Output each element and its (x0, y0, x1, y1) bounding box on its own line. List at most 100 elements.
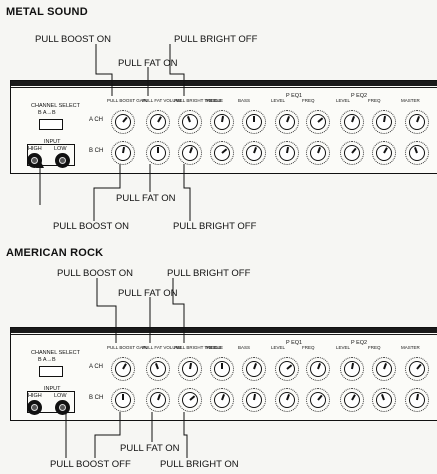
section-title-american-rock: AMERICAN ROCK (6, 247, 104, 259)
knob-scale-ring (111, 141, 135, 165)
channel-b-knob[interactable] (115, 392, 131, 408)
channel-b-knob[interactable] (279, 392, 295, 408)
knob-label: LEVEL (336, 345, 351, 350)
channel-a-label: A CH (89, 364, 104, 370)
input-jack-low[interactable] (55, 400, 70, 415)
knob-label: FREQ (368, 98, 381, 103)
channel-a-knob[interactable] (246, 361, 262, 377)
channel-b-knob[interactable] (376, 392, 392, 408)
knob-pointer (157, 147, 159, 153)
channel-b-knob[interactable] (376, 145, 392, 161)
callout-top-left: PULL BOOST ON (35, 34, 112, 45)
channel-a-knob[interactable] (344, 361, 360, 377)
channel-a-knob[interactable] (150, 114, 166, 130)
knob-scale-ring (340, 110, 364, 134)
channel-a-knob[interactable] (409, 361, 425, 377)
channel-select-label: CHANNEL SELECT (31, 103, 81, 109)
callout-bottom-left: PULL BOOST OFF (50, 459, 131, 470)
knob-scale-ring (340, 141, 364, 165)
knob-label: MIDDLE (206, 345, 224, 350)
knob-label: PULL FAT VOLUME (142, 345, 183, 350)
high-label: HIGH (28, 393, 42, 399)
knob-scale-ring (306, 388, 330, 412)
channel-select-switch[interactable] (39, 119, 63, 130)
channel-a-knob[interactable] (115, 114, 131, 130)
channel-select-sub: B A→B (38, 357, 56, 363)
channel-b-knob[interactable] (214, 145, 230, 161)
peq1-label: P EQ1 (286, 340, 303, 346)
knob-label: MASTER (401, 98, 420, 103)
callout-top-right: PULL BRIGHT OFF (167, 268, 251, 279)
channel-b-knob[interactable] (344, 145, 360, 161)
callout-top-middle: PULL FAT ON (118, 288, 178, 299)
channel-b-knob[interactable] (310, 145, 326, 161)
channel-a-knob[interactable] (376, 361, 392, 377)
knob-label: BASS (238, 98, 251, 103)
knob-label: MIDDLE (206, 98, 224, 103)
channel-b-knob[interactable] (115, 145, 131, 161)
channel-b-knob[interactable] (409, 145, 425, 161)
channel-a-knob[interactable] (214, 361, 230, 377)
knob-scale-ring (372, 141, 396, 165)
input-jack-low[interactable] (55, 153, 70, 168)
channel-b-knob[interactable] (246, 392, 262, 408)
channel-a-knob[interactable] (182, 361, 198, 377)
channel-b-knob[interactable] (310, 392, 326, 408)
callout-bottom-left: PULL BOOST ON (53, 221, 130, 232)
channel-b-knob[interactable] (182, 392, 198, 408)
channel-a-knob[interactable] (182, 114, 198, 130)
channel-b-knob[interactable] (182, 145, 198, 161)
channel-b-knob[interactable] (214, 392, 230, 408)
channel-b-knob[interactable] (246, 145, 262, 161)
knob-pointer (253, 116, 255, 122)
knob-label: MASTER (401, 345, 420, 350)
knob-label: LEVEL (271, 98, 286, 103)
low-label: LOW (54, 146, 67, 152)
callout-top-left: PULL BOOST ON (57, 268, 134, 279)
knob-label: PULL BRIGHT TREBLE (174, 98, 222, 103)
knob-scale-ring (405, 110, 429, 134)
knob-scale-ring (178, 388, 202, 412)
channel-a-knob[interactable] (214, 114, 230, 130)
channel-b-label: B CH (89, 395, 104, 401)
channel-a-knob[interactable] (409, 114, 425, 130)
knob-scale-ring (242, 110, 266, 134)
knob-label: FREQ (302, 98, 315, 103)
knob-scale-ring (146, 388, 170, 412)
channel-a-knob[interactable] (246, 114, 262, 130)
knob-label: PULL BOOST GAIN (107, 98, 148, 103)
knob-scale-ring (405, 357, 429, 381)
channel-b-knob[interactable] (150, 145, 166, 161)
channel-a-knob[interactable] (310, 114, 326, 130)
knob-label: PULL BRIGHT TREBLE (174, 345, 222, 350)
channel-a-knob[interactable] (310, 361, 326, 377)
knob-scale-ring (275, 388, 299, 412)
knob-scale-ring (178, 110, 202, 134)
knob-scale-ring (146, 357, 170, 381)
knob-scale-ring (210, 110, 234, 134)
channel-a-knob[interactable] (376, 114, 392, 130)
knob-label: PULL BOOST GAIN (107, 345, 148, 350)
channel-b-knob[interactable] (279, 145, 295, 161)
channel-b-knob[interactable] (150, 392, 166, 408)
peq2-label: P EQ2 (351, 93, 368, 99)
channel-a-knob[interactable] (279, 114, 295, 130)
channel-b-knob[interactable] (409, 392, 425, 408)
knob-pointer (122, 394, 124, 400)
knob-scale-ring (405, 141, 429, 165)
input-label: INPUT (44, 386, 61, 392)
channel-a-knob[interactable] (279, 361, 295, 377)
input-jack-high[interactable] (27, 400, 42, 415)
knob-scale-ring (275, 141, 299, 165)
knob-scale-ring (405, 388, 429, 412)
channel-a-knob[interactable] (344, 114, 360, 130)
channel-a-knob[interactable] (150, 361, 166, 377)
channel-select-switch[interactable] (39, 366, 63, 377)
channel-b-knob[interactable] (344, 392, 360, 408)
channel-a-knob[interactable] (115, 361, 131, 377)
knob-label: FREQ (302, 345, 315, 350)
channel-select-sub: B A→B (38, 110, 56, 116)
high-label: HIGH (28, 146, 42, 152)
